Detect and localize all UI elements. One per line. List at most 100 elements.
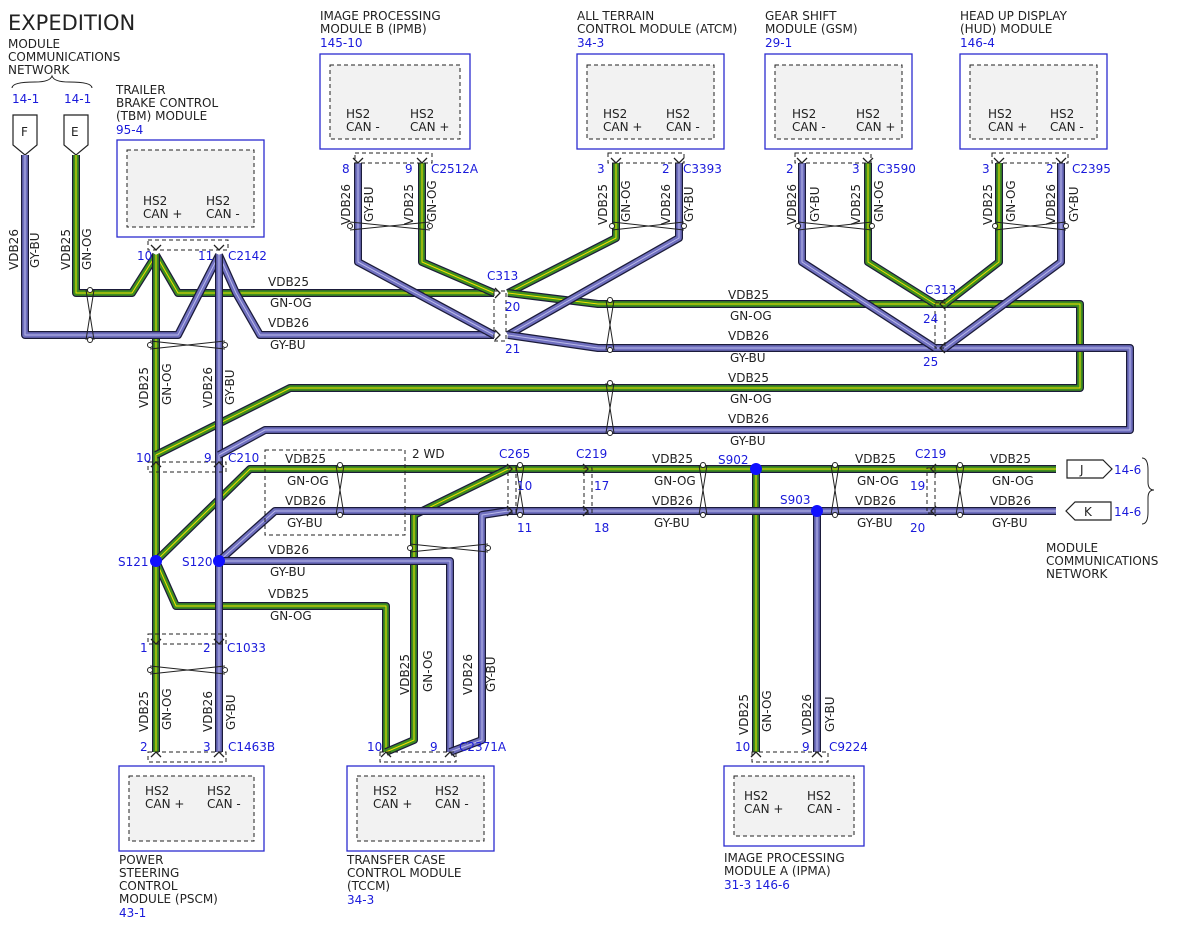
offpage-j-letter: J [1079, 463, 1084, 477]
label-gybu-mid1: GY-BU [730, 351, 766, 365]
tbm-can-minus: CAN - [206, 207, 240, 221]
tbm-connector: C2142 [228, 249, 267, 263]
connector-arrow [150, 638, 162, 645]
connector-arrow [582, 505, 589, 517]
module-atcm: HS2 CAN + HS2 CAN - [576, 53, 725, 150]
c313-right-pin-b: 25 [923, 355, 938, 369]
twisted-pair-end [1063, 223, 1069, 229]
vlabel-vdb25-ipmb: VDB25 [402, 184, 416, 225]
pscm-can-minus: CAN - [207, 797, 241, 811]
twisted-pair-symbol [515, 464, 525, 516]
hud-can-plus: CAN + [988, 120, 1027, 134]
ipma-pin-b: 9 [802, 740, 810, 754]
twisted-pair-end [427, 223, 433, 229]
offpage-k-ref: 14-6 [1114, 505, 1141, 519]
ipma-can-minus: CAN - [807, 802, 841, 816]
vlabel-vdb25-pscm: VDB25 [137, 691, 151, 732]
vlabel-vdb26-pscm: VDB26 [201, 691, 215, 732]
tbm-pin-a: 10 [137, 249, 152, 263]
vlabel-vdb26-atcm: VDB26 [659, 184, 673, 225]
ipma-name-2: MODULE A (IPMA) [724, 864, 831, 878]
twisted-pair-end [681, 223, 687, 229]
label-gnog-2wd: GN-OG [287, 474, 329, 488]
vlabel-gybu-gsm: GY-BU [808, 186, 822, 222]
vlabel-gybu-atcm: GY-BU [682, 186, 696, 222]
offpage-f-letter: F [21, 125, 28, 139]
pscm-pin-b: 3 [203, 740, 211, 754]
tccm-ref: 34-3 [347, 893, 374, 907]
connector-arrow [506, 463, 513, 475]
twisted-pair-end [607, 380, 613, 386]
gsm-ref: 29-1 [765, 36, 792, 50]
offpage-e-connector [63, 114, 89, 156]
atcm-ref: 34-3 [577, 36, 604, 50]
network-label-line3: NETWORK [8, 63, 71, 77]
twisted-pair-end [607, 347, 613, 353]
twisted-pair-end [957, 462, 963, 468]
offpage-j-ref: 14-6 [1114, 463, 1141, 477]
pscm-hs2-a: HS2 [145, 784, 169, 798]
label-vdb26-2wd: VDB26 [285, 494, 326, 508]
gsm-connector: C3590 [877, 162, 916, 176]
connector-arrow [610, 157, 622, 164]
gsm-name-2: MODULE (GSM) [765, 22, 858, 36]
connector-arrow [380, 751, 392, 758]
twisted-pair-end [222, 342, 228, 348]
module-hud: HS2 CAN + HS2 CAN - [959, 53, 1108, 150]
ipma-ref: 31-3 146-6 [724, 878, 790, 892]
vlabel-vdb25-tccm: VDB25 [398, 654, 412, 695]
twisted-pair-symbol [149, 665, 226, 675]
c313-right-pin-a: 24 [923, 312, 938, 326]
label-gybu-2wd: GY-BU [287, 516, 323, 530]
offpage-e-ref: 14-1 [64, 92, 91, 106]
connector-arrow [150, 751, 162, 758]
connector-arrow [494, 329, 501, 341]
hud-hs2-a: HS2 [988, 107, 1012, 121]
wire-stripe [218, 254, 494, 336]
vlabel-gnog-hud: GN-OG [1004, 180, 1018, 222]
label-vdb26-top: VDB26 [268, 316, 309, 330]
ipmb-hs2-b: HS2 [410, 107, 434, 121]
diagram-title: EXPEDITION [8, 11, 135, 35]
label-gnog-s121: GN-OG [270, 609, 312, 623]
label-gnog-s902: GN-OG [857, 474, 899, 488]
ipma-can-plus: CAN + [744, 802, 783, 816]
c313-right-name: C313 [925, 283, 956, 297]
twisted-pair-symbol [611, 221, 685, 231]
gsm-pin-a: 2 [786, 162, 794, 176]
wire-layer [21, 155, 1134, 756]
ipma-hs2-b: HS2 [807, 789, 831, 803]
connector-arrow [150, 461, 162, 468]
tbm-name-2: BRAKE CONTROL [116, 96, 218, 110]
wire-stripe [155, 292, 1081, 456]
c210-pin-b: 9 [204, 451, 212, 465]
pscm-can-plus: CAN + [145, 797, 184, 811]
tccm-name-3: (TCCM) [347, 879, 390, 893]
connector-arrow [444, 751, 456, 758]
gsm-name-1: GEAR SHIFT [765, 9, 837, 23]
wire-stripe [867, 163, 936, 305]
twisted-pair-symbol [605, 382, 615, 434]
c219-right-pin-b: 20 [910, 521, 925, 535]
gsm-hs2-a: HS2 [792, 107, 816, 121]
twisted-pair-end [87, 337, 93, 343]
wire-stripe [385, 468, 509, 753]
tbm-name-3: (TBM) MODULE [116, 109, 207, 123]
twisted-pair-end [607, 297, 613, 303]
c219-left-pin-a: 17 [594, 479, 609, 493]
hud-pin-a: 3 [982, 162, 990, 176]
offpage-j-connector [1066, 459, 1113, 479]
atcm-can-plus: CAN + [603, 120, 642, 134]
tccm-pin-b: 9 [430, 740, 438, 754]
wire-outline [216, 507, 1056, 564]
connector-arrows [150, 157, 1067, 758]
hud-name-2: (HUD) MODULE [960, 22, 1052, 36]
vlabel-gybu-ipma: GY-BU [823, 696, 837, 732]
tccm-name-2: CONTROL MODULE [347, 866, 462, 880]
tbm-can-plus: CAN + [143, 207, 182, 221]
vlabel-gnog-pscm: GN-OG [160, 688, 174, 730]
module-tbm: HS2 CAN + HS2 CAN - [116, 139, 265, 238]
wire-can-minus [217, 508, 1056, 564]
wire-stripe [507, 163, 680, 336]
